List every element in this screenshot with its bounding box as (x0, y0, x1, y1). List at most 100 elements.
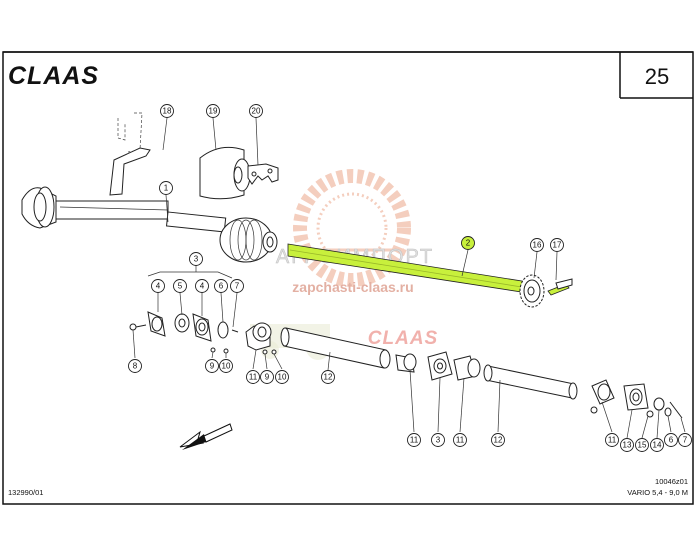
svg-text:17: 17 (553, 241, 562, 250)
part-11-housing-a (245, 322, 272, 351)
claas-logo: CLAAS (8, 62, 99, 90)
callout-2-highlighted[interactable]: 2 (461, 236, 475, 250)
callout-6-b[interactable]: 6 (664, 433, 678, 447)
svg-text:14: 14 (653, 441, 662, 450)
svg-text:5: 5 (178, 282, 183, 291)
svg-text:4: 4 (156, 282, 161, 291)
direction-arrow-icon (179, 423, 233, 450)
part-17-key (547, 278, 573, 296)
leader-lines (132, 117, 686, 439)
callout-3-group[interactable]: 3 (189, 252, 203, 266)
part-8-bolt (129, 323, 147, 331)
svg-text:11: 11 (456, 436, 465, 445)
callout-17[interactable]: 17 (550, 238, 564, 252)
bearing-group-middle (395, 351, 578, 400)
callout-19[interactable]: 19 (206, 104, 220, 118)
callout-11-d[interactable]: 11 (605, 433, 619, 447)
bearing-group-left (129, 311, 239, 354)
svg-text:11: 11 (410, 436, 419, 445)
svg-text:13: 13 (623, 441, 632, 450)
footer-right-code: 10046z01 (655, 477, 688, 486)
svg-text:18: 18 (163, 107, 172, 116)
callout-7-a[interactable]: 7 (230, 279, 244, 293)
callout-1[interactable]: 1 (159, 181, 173, 195)
callout-11-c[interactable]: 11 (453, 433, 467, 447)
part-11-housing-b (395, 353, 417, 373)
part-11-housing-c (453, 355, 481, 381)
part-12-tube-b (483, 364, 578, 400)
footer-model: VARIO 5,4 - 9,0 M (627, 488, 688, 497)
svg-text:11: 11 (608, 436, 617, 445)
callout-9-b[interactable]: 9 (260, 370, 274, 384)
callout-7-b[interactable]: 7 (678, 433, 692, 447)
part-16-sprocket (519, 274, 545, 308)
callout-16[interactable]: 16 (530, 238, 544, 252)
svg-text:16: 16 (533, 241, 542, 250)
callout-10-b[interactable]: 10 (275, 370, 289, 384)
callout-3-b[interactable]: 3 (431, 433, 445, 447)
watermark-brand: CLAAS (368, 328, 438, 349)
svg-text:6: 6 (219, 282, 224, 291)
part-11-housing-d (591, 379, 615, 405)
svg-text:8: 8 (133, 362, 138, 371)
callout-18[interactable]: 18 (160, 104, 174, 118)
part-1-drive-shaft (21, 186, 278, 263)
svg-text:12: 12 (324, 373, 333, 382)
watermark-url: zapchasti-claas.ru (292, 279, 413, 295)
part-12-tube-a (280, 327, 391, 369)
svg-text:7: 7 (235, 282, 240, 291)
callout-14[interactable]: 14 (650, 438, 664, 452)
callout-13[interactable]: 13 (620, 438, 634, 452)
svg-text:15: 15 (638, 441, 647, 450)
svg-text:3: 3 (436, 436, 441, 445)
callout-12-a[interactable]: 12 (321, 370, 335, 384)
svg-text:1: 1 (164, 184, 169, 193)
svg-text:10: 10 (222, 362, 231, 371)
part-7-pin-b (669, 401, 683, 419)
svg-text:9: 9 (210, 362, 215, 371)
brand-logo-text: CLAAS (8, 62, 99, 90)
svg-text:19: 19 (209, 107, 218, 116)
bearing-group-right (590, 379, 683, 419)
part-4-flange-b (192, 313, 212, 342)
part-15-ring (653, 397, 665, 411)
part-14-washer (646, 410, 654, 418)
svg-text:3: 3 (194, 255, 199, 264)
svg-text:6: 6 (669, 436, 674, 445)
part-3-bearing-unit (427, 351, 453, 381)
callout-8[interactable]: 8 (128, 359, 142, 373)
part-19-cover (199, 146, 251, 200)
callout-9-a[interactable]: 9 (205, 359, 219, 373)
footer-left-code: 132990/01 (8, 488, 43, 497)
callout-4-a[interactable]: 4 (151, 279, 165, 293)
callouts: 18 19 20 1 2 16 17 3 4 5 4 6 7 8 9 10 11… (128, 104, 692, 452)
part-5-bearing (174, 313, 190, 333)
callout-12-b[interactable]: 12 (491, 433, 505, 447)
callout-20[interactable]: 20 (249, 104, 263, 118)
part-6-bushing-b (664, 407, 672, 417)
svg-text:7: 7 (683, 436, 688, 445)
part-7-pin (231, 329, 239, 333)
callout-11-b[interactable]: 11 (407, 433, 421, 447)
callout-6-a[interactable]: 6 (214, 279, 228, 293)
svg-text:11: 11 (249, 373, 258, 382)
callout-11-a[interactable]: 11 (246, 370, 260, 384)
page-number: 25 (645, 64, 669, 89)
svg-text:9: 9 (265, 373, 270, 382)
part-6-bushing (217, 321, 229, 339)
svg-text:12: 12 (494, 436, 503, 445)
part-18-bracket (109, 112, 151, 196)
callout-4-b[interactable]: 4 (195, 279, 209, 293)
part-4-flange-a (147, 311, 166, 337)
part-20-clamp (247, 163, 279, 185)
callout-10-a[interactable]: 10 (219, 359, 233, 373)
callout-15[interactable]: 15 (635, 438, 649, 452)
svg-text:20: 20 (252, 107, 261, 116)
part-13-flange (623, 383, 649, 411)
svg-text:2: 2 (466, 239, 471, 248)
callout-5[interactable]: 5 (173, 279, 187, 293)
svg-text:4: 4 (200, 282, 205, 291)
svg-text:10: 10 (278, 373, 287, 382)
tube-section-left (245, 322, 391, 369)
